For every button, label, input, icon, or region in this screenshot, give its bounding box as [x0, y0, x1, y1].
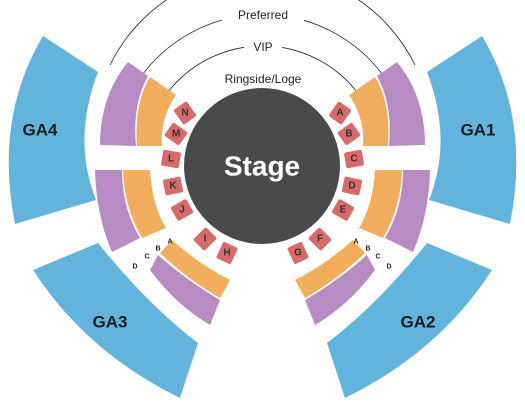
ga4-label: GA4 [23, 121, 59, 140]
section-c[interactable]: C [344, 149, 365, 169]
section-f-label: F [317, 234, 323, 245]
section-d-label: D [348, 181, 355, 192]
section-preferred-upper-left[interactable] [100, 62, 148, 146]
section-d[interactable]: D [341, 176, 363, 196]
ga1-label: GA1 [461, 121, 496, 140]
section-e-label: E [340, 205, 347, 216]
preferred-tier-arc [109, 0, 416, 66]
row-label-right-a: A [353, 239, 358, 246]
section-vip-lower-right[interactable] [295, 240, 365, 298]
tier-label-vip: VIP [253, 40, 272, 54]
section-preferred-upper-right[interactable] [377, 62, 425, 146]
section-vip-middle-right[interactable] [359, 170, 402, 238]
section-ga4[interactable] [8, 36, 99, 224]
row-label-left-d: D [132, 264, 137, 271]
row-label-right-b: B [365, 246, 370, 253]
section-g[interactable]: G [287, 241, 309, 264]
section-a-label: A [336, 108, 343, 119]
section-b-label: B [345, 129, 352, 140]
section-n[interactable]: N [173, 101, 196, 125]
section-j-label: J [179, 205, 185, 216]
section-a[interactable]: A [328, 101, 351, 125]
section-h[interactable]: H [216, 241, 238, 264]
section-e[interactable]: E [331, 199, 355, 222]
section-g-label: G [294, 248, 302, 259]
section-preferred-lower-left[interactable] [150, 255, 220, 325]
tier-label-ringside: Ringside/Loge [225, 72, 302, 86]
section-k[interactable]: K [162, 176, 184, 196]
section-preferred-lower-right[interactable] [305, 255, 375, 325]
row-label-left-c: C [144, 254, 149, 261]
section-ga3[interactable] [33, 243, 198, 398]
row-label-left-b: B [155, 246, 160, 253]
section-preferred-middle-left[interactable] [95, 170, 140, 252]
section-i[interactable]: I [193, 227, 217, 251]
section-l[interactable]: L [161, 149, 182, 169]
section-i-label: I [204, 234, 207, 245]
section-vip-upper-right[interactable] [349, 77, 389, 146]
row-label-right-c: C [375, 254, 380, 261]
section-vip-lower-left[interactable] [160, 240, 230, 298]
section-n-label: N [181, 108, 188, 119]
ga2-label: GA2 [401, 313, 436, 332]
section-h-label: H [223, 248, 230, 259]
row-label-left-a: A [167, 239, 172, 246]
section-preferred-middle-right[interactable] [385, 170, 430, 252]
section-f[interactable]: F [308, 227, 332, 251]
section-ga1[interactable] [427, 36, 517, 224]
section-vip-middle-left[interactable] [123, 170, 166, 238]
section-j[interactable]: J [170, 199, 194, 222]
section-l-label: L [168, 154, 174, 165]
section-k-label: K [169, 181, 177, 192]
section-m-label: M [172, 129, 180, 140]
stage-label: Stage [224, 151, 300, 182]
ga3-label: GA3 [93, 313, 128, 332]
row-label-right-d: D [386, 264, 391, 271]
section-c-label: C [350, 154, 357, 165]
stage [184, 88, 340, 244]
section-vip-upper-left[interactable] [136, 77, 176, 146]
section-m[interactable]: M [164, 122, 188, 145]
tier-label-preferred: Preferred [238, 8, 288, 22]
section-b[interactable]: B [337, 122, 361, 145]
section-ga2[interactable] [327, 243, 492, 398]
